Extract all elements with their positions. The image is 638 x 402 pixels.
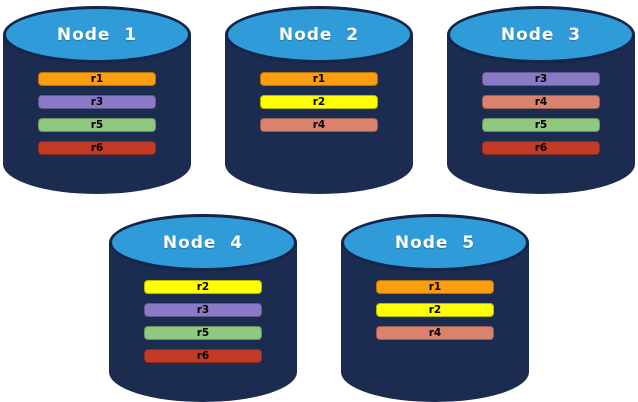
replica-label: r2 <box>428 303 442 316</box>
replica-bar-r1: r1 <box>260 72 378 86</box>
replica-label: r1 <box>90 72 104 85</box>
replica-bar-r2: r2 <box>144 280 262 294</box>
replica-bar-r5: r5 <box>144 326 262 340</box>
replica-label: r5 <box>534 118 548 131</box>
replica-bar-r1: r1 <box>376 280 494 294</box>
node-label: Node 2 <box>278 24 360 45</box>
replica-bar-r6: r6 <box>144 349 262 363</box>
replica-label: r5 <box>196 326 210 339</box>
replica-list: r1 r2 r4 <box>260 72 378 132</box>
replica-bar-r2: r2 <box>376 303 494 317</box>
replica-label: r4 <box>312 118 326 131</box>
replica-bar-r3: r3 <box>38 95 156 109</box>
replica-bar-r6: r6 <box>482 141 600 155</box>
replica-bar-r2: r2 <box>260 95 378 109</box>
replica-bar-r6: r6 <box>38 141 156 155</box>
replica-bar-r5: r5 <box>38 118 156 132</box>
replica-label: r3 <box>196 303 210 316</box>
replica-bar-r4: r4 <box>260 118 378 132</box>
cylinder-top-ellipse: Node 2 <box>225 6 413 63</box>
replica-bar-r4: r4 <box>482 95 600 109</box>
replica-bar-r1: r1 <box>38 72 156 86</box>
node-label: Node 5 <box>394 232 476 253</box>
node-label: Node 1 <box>56 24 138 45</box>
replica-label: r1 <box>428 280 442 293</box>
database-node-4: Node 4 r2 r3 r5 r6 <box>109 214 297 402</box>
database-node-5: Node 5 r1 r2 r4 <box>341 214 529 402</box>
cylinder-top-ellipse: Node 1 <box>3 6 191 63</box>
replica-list: r1 r2 r4 <box>376 280 494 340</box>
bottom-row: Node 4 r2 r3 r5 r6 Node 5 r1 r2 r4 <box>0 214 638 402</box>
replica-list: r2 r3 r5 r6 <box>144 280 262 363</box>
replica-label: r6 <box>534 141 548 154</box>
cylinder-top-ellipse: Node 3 <box>447 6 635 63</box>
replica-label: r2 <box>312 95 326 108</box>
node-label: Node 4 <box>162 232 244 253</box>
replica-label: r5 <box>90 118 104 131</box>
replica-bar-r3: r3 <box>482 72 600 86</box>
replica-label: r4 <box>534 95 548 108</box>
replica-label: r6 <box>90 141 104 154</box>
database-node-2: Node 2 r1 r2 r4 <box>225 6 413 194</box>
cylinder-top-ellipse: Node 4 <box>109 214 297 271</box>
database-node-3: Node 3 r3 r4 r5 r6 <box>447 6 635 194</box>
replica-label: r3 <box>90 95 104 108</box>
replica-label: r3 <box>534 72 548 85</box>
replica-label: r6 <box>196 349 210 362</box>
cylinder-top-ellipse: Node 5 <box>341 214 529 271</box>
replica-label: r1 <box>312 72 326 85</box>
replica-bar-r3: r3 <box>144 303 262 317</box>
node-label: Node 3 <box>500 24 582 45</box>
replica-list: r3 r4 r5 r6 <box>482 72 600 155</box>
replica-bar-r4: r4 <box>376 326 494 340</box>
database-node-1: Node 1 r1 r3 r5 r6 <box>3 6 191 194</box>
top-row: Node 1 r1 r3 r5 r6 Node 2 r1 r2 r4 Node … <box>0 0 638 194</box>
replica-label: r2 <box>196 280 210 293</box>
replica-list: r1 r3 r5 r6 <box>38 72 156 155</box>
replica-label: r4 <box>428 326 442 339</box>
replica-bar-r5: r5 <box>482 118 600 132</box>
